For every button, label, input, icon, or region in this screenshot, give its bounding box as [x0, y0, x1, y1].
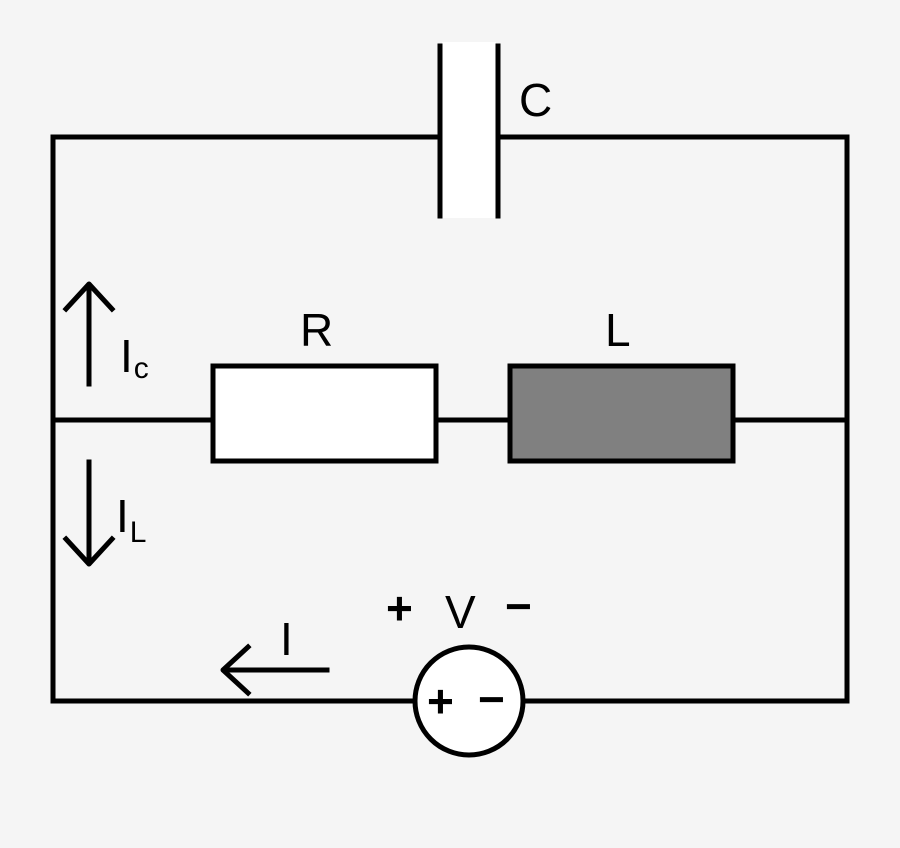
resistor: [210, 363, 439, 464]
capacitor: [437, 42, 501, 219]
source-minus-sign: −: [478, 673, 505, 725]
inductor-label: L: [605, 304, 631, 356]
current-total-arrow: [220, 643, 330, 697]
source-plus-sign: +: [427, 675, 454, 727]
voltage-source: [412, 644, 526, 758]
voltage-name-label: V: [445, 586, 476, 638]
current-ic-subscript: c: [134, 352, 149, 385]
resistor-label: R: [300, 304, 333, 356]
capacitor-label: C: [519, 74, 552, 126]
current-il-main: I: [116, 490, 129, 542]
current-ic-label: Ic: [120, 330, 149, 385]
voltage-minus-label: −: [505, 580, 532, 632]
current-il-subscript: L: [130, 516, 147, 549]
voltage-plus-label: +: [386, 582, 413, 634]
current-ic-main: I: [120, 330, 133, 382]
inductor: [507, 363, 736, 464]
current-il-label: IL: [116, 490, 146, 549]
capacitor-gap: [442, 42, 496, 218]
current-total-label: I: [280, 613, 293, 665]
current-il-arrow: [62, 459, 116, 567]
current-ic-arrow: [62, 281, 116, 387]
